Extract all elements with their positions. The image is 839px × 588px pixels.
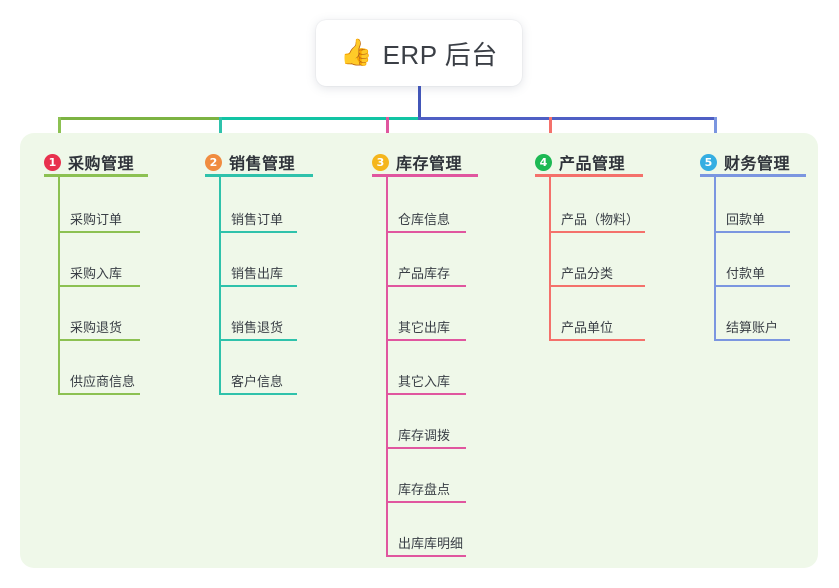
branch-header-4[interactable]: 4 产品管理 [535,150,625,174]
branch-trunk [549,174,551,341]
bus-segment-right [418,117,717,120]
leaf-item[interactable]: 客户信息 [231,374,284,389]
leaf-item-rule [219,393,297,395]
leaf-item[interactable]: 销售订单 [231,212,284,227]
root-node-label: ERP 后台 [382,39,498,70]
leaf-item-rule [549,231,645,233]
leaf-item[interactable]: 采购订单 [70,212,123,227]
branch-number-badge: 5 [700,153,717,171]
branch-title: 财务管理 [724,156,791,173]
leaf-item-rule [386,447,466,449]
leaf-item-rule [549,285,645,287]
branch-header-2[interactable]: 2 销售管理 [205,150,295,174]
branch-trunk [714,174,716,341]
branch-title: 产品管理 [559,156,626,173]
leaf-item[interactable]: 产品（物料） [561,212,640,227]
leaf-item-rule [714,285,790,287]
thumbs-up-icon: 👍 [340,38,373,68]
branch-header-3[interactable]: 3 库存管理 [372,150,462,174]
branch-panel [20,133,818,568]
leaf-item[interactable]: 产品库存 [398,266,451,281]
leaf-item-rule [386,231,466,233]
leaf-item-rule [58,393,140,395]
leaf-item[interactable]: 产品单位 [561,320,614,335]
leaf-item-rule [549,339,645,341]
leaf-item[interactable]: 仓库信息 [398,212,451,227]
branch-title: 采购管理 [68,156,135,173]
leaf-item-rule [58,285,140,287]
root-stem [418,86,421,120]
leaf-item[interactable]: 销售退货 [231,320,284,335]
leaf-item-rule [58,231,140,233]
leaf-item-rule [386,339,466,341]
leaf-item[interactable]: 采购入库 [70,266,123,281]
leaf-item-rule [219,285,297,287]
branch-trunk [219,174,221,395]
branch-header-1[interactable]: 1 采购管理 [44,150,134,174]
branch-header-rule [44,174,148,177]
leaf-item-rule [386,285,466,287]
leaf-item-rule [714,231,790,233]
branch-title: 销售管理 [229,156,296,173]
branch-number-badge: 4 [535,153,552,171]
branch-header-rule [372,174,478,177]
branch-trunk [386,174,388,557]
leaf-item[interactable]: 回款单 [726,212,766,227]
leaf-item-rule [386,501,466,503]
leaf-item-rule [219,231,297,233]
leaf-item[interactable]: 出库库明细 [398,536,464,551]
branch-header-rule [700,174,806,177]
leaf-item-rule [219,339,297,341]
leaf-item-rule [58,339,140,341]
leaf-item[interactable]: 产品分类 [561,266,614,281]
bus-segment-left [58,117,219,120]
bus-segment-mid [219,117,418,120]
leaf-item[interactable]: 其它出库 [398,320,451,335]
leaf-item-rule [386,393,466,395]
branch-header-5[interactable]: 5 财务管理 [700,150,790,174]
leaf-item-rule [714,339,790,341]
root-node[interactable]: 👍 ERP 后台 [316,20,522,86]
leaf-item[interactable]: 付款单 [726,266,766,281]
leaf-item[interactable]: 库存盘点 [398,482,451,497]
leaf-item[interactable]: 结算账户 [726,320,779,335]
leaf-item[interactable]: 其它入库 [398,374,451,389]
leaf-item[interactable]: 采购退货 [70,320,123,335]
branch-header-rule [205,174,313,177]
leaf-item-rule [386,555,466,557]
branch-header-rule [535,174,643,177]
leaf-item[interactable]: 供应商信息 [70,374,136,389]
branch-trunk [58,174,60,395]
branch-number-badge: 3 [372,153,389,171]
leaf-item[interactable]: 库存调拨 [398,428,451,443]
branch-title: 库存管理 [396,156,463,173]
branch-number-badge: 2 [205,153,222,171]
leaf-item[interactable]: 销售出库 [231,266,284,281]
branch-number-badge: 1 [44,153,61,171]
